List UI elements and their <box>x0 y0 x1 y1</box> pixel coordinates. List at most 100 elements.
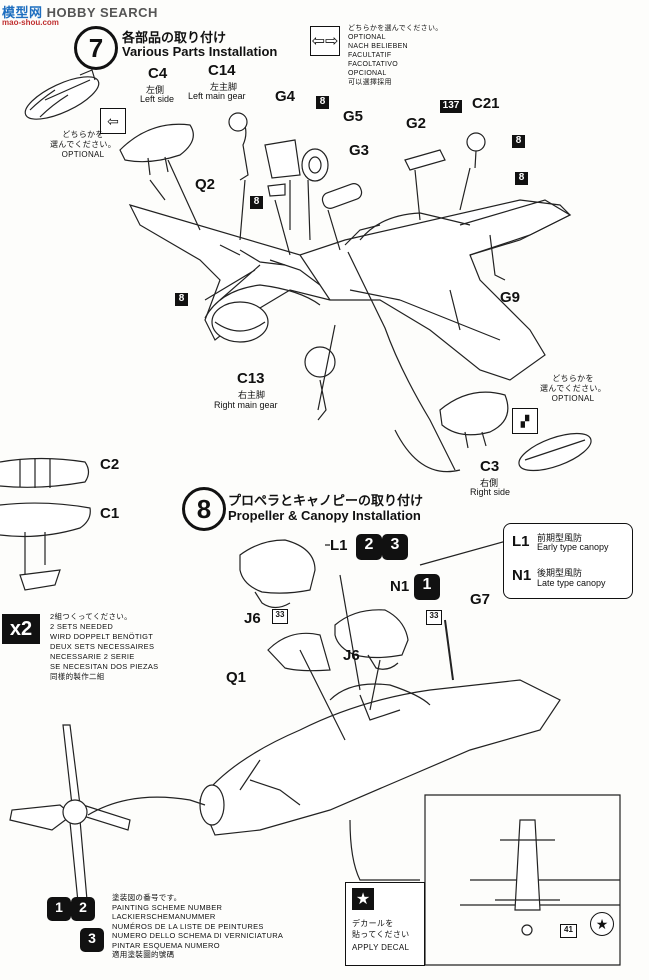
count-badge: 8 <box>316 96 329 109</box>
part-label-c13-jp: 右主脚 <box>238 390 266 400</box>
scheme-number: 3 <box>382 534 408 560</box>
part-label-q1: Q1 <box>226 669 247 686</box>
watermark-text-1: 模型网 <box>2 5 43 20</box>
choose-note-line: OPTIONAL <box>61 150 105 159</box>
optional-arrows-icon: ⇦⇨ <box>310 26 340 56</box>
part-label-g4: G4 <box>275 88 296 105</box>
choose-note-line: 選んでください。 <box>540 384 606 393</box>
part-label-c2: C2 <box>100 456 120 473</box>
part-label-c21: C21 <box>472 95 500 112</box>
optional-note-line: どちらかを選んでください。 <box>348 25 443 32</box>
part-label-c13-en: Right main gear <box>214 400 278 410</box>
scheme-legend-line: 適用塗裝圖的號碼 <box>112 950 175 959</box>
scheme-legend-line: LACKIERSCHEMANUMMER <box>112 912 216 921</box>
watermark-logo: 模型网 HOBBY SEARCH <box>2 2 158 21</box>
optional-arrows-icon: ⇦ <box>100 108 126 134</box>
part-label-c4: C4 <box>148 65 168 82</box>
part-label-c3-jp: 右側 <box>480 478 499 488</box>
part-label-g5: G5 <box>343 108 364 125</box>
part-label-j6: J6 <box>343 647 360 664</box>
multiplier-line: 2組つくってください。 <box>50 612 132 621</box>
aircraft-step7-illustration <box>128 199 572 381</box>
part-label-c14-en: Left main gear <box>188 91 246 101</box>
scheme-legend-line: 塗装図の番号です。 <box>112 893 182 902</box>
drop-tank-left-illustration <box>24 69 100 120</box>
choose-note-line: どちらかを <box>552 374 594 383</box>
part-label-g9: G9 <box>500 289 521 306</box>
multiplier-note: 2組つくってください。 2 SETS NEEDED WIRD DOPPELT B… <box>50 612 158 682</box>
part-label-n1: N1 <box>390 578 410 595</box>
scheme-number: 3 <box>80 928 104 952</box>
part-label-c4-jp: 左側 <box>146 85 165 95</box>
optional-note: どちらかを選んでください。 OPTIONAL NACH BELIEBEN FAC… <box>348 24 443 87</box>
multiplier-line: DEUX SETS NECESSAIRES <box>50 642 155 651</box>
canopy-option-jp: 後期型風防 <box>537 568 583 578</box>
choose-note-left: どちらかを 選んでください。 OPTIONAL <box>50 130 116 160</box>
scheme-legend-line: PAINTING SCHEME NUMBER <box>112 902 223 912</box>
part-label-l1: L1 <box>330 537 348 554</box>
decal-jp-1: デカールを <box>352 919 394 928</box>
multiplier-line: WIRD DOPPELT BENÖTIGT <box>50 632 154 641</box>
optional-note-line: 可以選擇採用 <box>348 79 392 86</box>
canopy-option-en: Early type canopy <box>537 542 609 552</box>
multiplier-badge: x2 <box>2 614 40 644</box>
part-label-c4-en: Left side <box>140 94 175 104</box>
step7-title-en: Various Parts Installation <box>122 44 278 59</box>
decal-box: ★ デカールを 貼ってください APPLY DECAL <box>345 882 425 966</box>
optional-note-line: NACH BELIEBEN <box>348 43 408 50</box>
count-badge: 8 <box>175 293 188 306</box>
step8-title-jp: プロペラとキャノピーの取り付け <box>228 494 424 509</box>
part-ref-33: 33 <box>272 609 288 624</box>
scheme-number: 1 <box>414 574 440 600</box>
canopy-option-en: Late type canopy <box>537 578 606 588</box>
choose-note-line: どちらかを <box>62 130 104 139</box>
canopy-option-code: N1 <box>512 567 532 584</box>
scheme-legend-line: NUMÉROS DE LA LISTE DE PEINTURES <box>112 921 264 931</box>
part-label-q2: Q2 <box>195 176 216 193</box>
aircraft-step8-illustration <box>199 679 561 836</box>
multiplier-line: 同樣的製作二組 <box>50 672 105 681</box>
decal-jp-2: 貼ってください <box>352 930 410 939</box>
scheme-legend: 塗装図の番号です。 PAINTING SCHEME NUMBER LACKIER… <box>112 893 283 960</box>
choose-note-line: 選んでください。 <box>50 140 116 149</box>
canopy-options-box: L1 前期型風防 Early type canopy N1 後期型風防 Late… <box>503 523 633 599</box>
canopy-option-jp: 前期型風防 <box>537 533 583 543</box>
multiplier-line: NECESSARIE 2 SERIE <box>50 652 135 661</box>
star-decal-icon: ★ <box>352 888 374 910</box>
part-ref-41: 41 <box>560 924 577 938</box>
part-ref-33: 33 <box>426 610 442 625</box>
part-label-g3: G3 <box>349 142 370 159</box>
scheme-legend-line: PINTAR ESQUEMA NUMERO <box>112 940 220 950</box>
optional-note-line: OPCIONAL <box>348 70 387 77</box>
propeller-illustration <box>9 724 206 903</box>
multiplier-line: SE NECESITAN DOS PIEZAS <box>50 662 159 671</box>
step7-number: 7 <box>74 26 118 70</box>
scheme-legend-line: NUMERO DELLO SCHEMA DI VERNICIATURA <box>112 931 284 940</box>
optional-note-line: OPTIONAL <box>348 34 386 41</box>
checker-option-icon: ▞ <box>512 408 538 434</box>
part-label-c1: C1 <box>100 505 120 522</box>
count-badge: 8 <box>512 135 525 148</box>
part-label-g2: G2 <box>406 115 427 132</box>
part-label-c3-en: Right side <box>470 487 511 497</box>
pylon-c4-illustration <box>119 123 194 163</box>
part-label-c13: C13 <box>237 370 265 387</box>
optional-note-line: FACULTATIF <box>348 52 392 59</box>
scheme-number: 1 <box>47 897 71 921</box>
scheme-number: 2 <box>71 897 95 921</box>
part-label-j6: J6 <box>244 610 261 627</box>
watermark-text-2: HOBBY SEARCH <box>46 5 158 20</box>
count-badge: 8 <box>515 172 528 185</box>
choose-note-line: OPTIONAL <box>551 394 595 403</box>
canopy-option-code: L1 <box>512 533 530 550</box>
choose-note-right: どちらかを 選んでください。 OPTIONAL <box>540 374 606 404</box>
count-badge-137: 137 <box>440 100 462 113</box>
part-label-g7: G7 <box>470 591 491 608</box>
part-label-c14: C14 <box>208 62 236 79</box>
scheme-number: 2 <box>356 534 382 560</box>
watermark-site: mao-shou.com <box>2 18 59 27</box>
count-badge: 8 <box>250 196 263 209</box>
star-insignia-icon: ★ <box>590 912 614 936</box>
step7-title-jp: 各部品の取り付け <box>122 31 227 46</box>
